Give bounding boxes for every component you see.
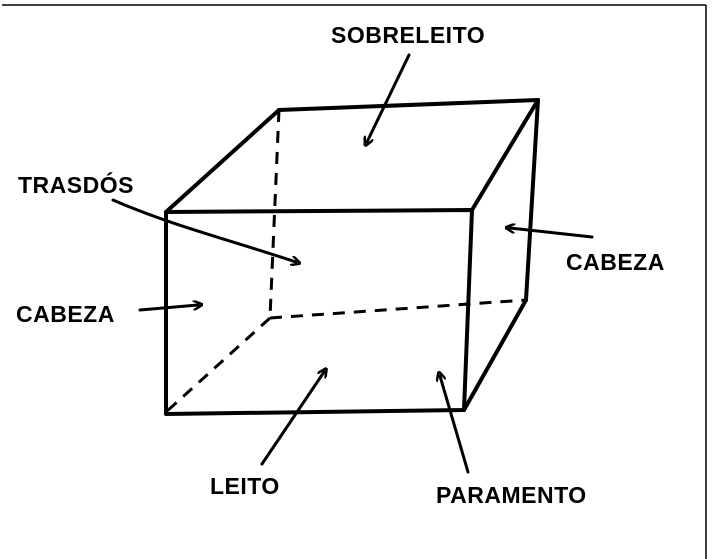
arrow-sobreleito (367, 53, 411, 142)
label-sobreleito: SOBRELEITO (331, 22, 486, 48)
label-cabeza-right: CABEZA (566, 249, 665, 275)
arrow-cabeza-left (138, 305, 198, 312)
label-paramento: PARAMENTO (436, 482, 587, 508)
hidden-edges (164, 109, 527, 414)
top-back-edge (277, 98, 540, 112)
visible-edges (164, 98, 540, 416)
leader-arrows (111, 53, 594, 474)
right-back-vertical-edge (524, 98, 540, 302)
arrow-paramento (440, 376, 470, 474)
right-bottom-depth-edge (462, 298, 528, 412)
label-cabeza-left: CABEZA (16, 301, 115, 327)
hidden-edge-left-bottom-depth (164, 316, 272, 414)
top-right-depth-edge (470, 98, 540, 212)
hidden-edge-back-vertical (268, 109, 281, 319)
label-trasdos: TRASDÓS (18, 172, 134, 198)
label-leito: LEITO (210, 473, 280, 499)
arrow-trasdos (111, 198, 296, 262)
front-face (164, 208, 474, 416)
arrow-cabeza-right (510, 228, 594, 239)
top-left-depth-edge (164, 108, 281, 214)
hidden-edge-back-bottom (269, 298, 527, 320)
arrow-leito (260, 372, 324, 466)
